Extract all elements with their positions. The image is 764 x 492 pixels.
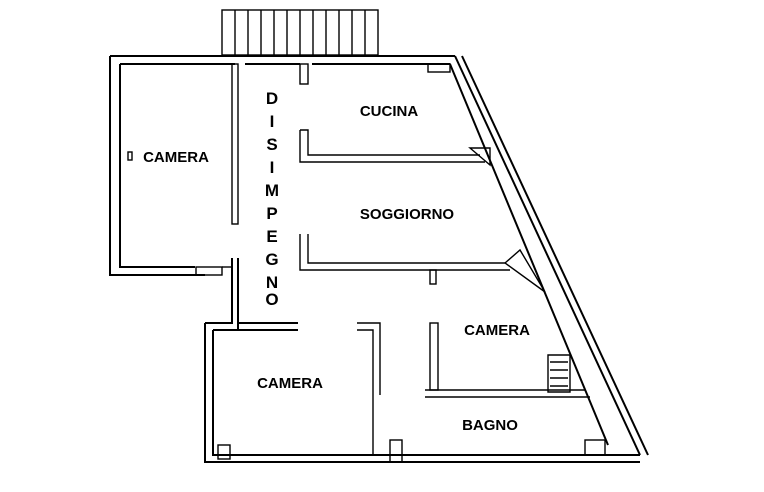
disimpegno-letter: D: [266, 89, 278, 108]
room-label-soggiorno: SOGGIORNO: [360, 206, 455, 223]
room-label-camera-left: CAMERA: [143, 149, 209, 166]
interior-walls: [127, 63, 606, 463]
room-label-cucina: CUCINA: [360, 103, 418, 120]
disimpegno-letter: G: [265, 250, 278, 269]
room-label-camera-right: CAMERA: [464, 322, 530, 339]
disimpegno-letter: O: [265, 290, 278, 309]
disimpegno-letter: I: [270, 158, 275, 177]
disimpegno-letter: P: [266, 204, 277, 223]
outer-walls: [109, 55, 649, 463]
disimpegno-letter: S: [266, 135, 277, 154]
disimpegno-letter: N: [266, 273, 278, 292]
balcony-railing: [221, 9, 379, 56]
room-label-bagno: BAGNO: [462, 417, 518, 434]
disimpegno-letter: M: [265, 181, 279, 200]
room-label-disimpegno: D I S I M P E G N O: [265, 89, 279, 309]
disimpegno-letter: I: [270, 112, 275, 131]
room-label-camera-bottom: CAMERA: [257, 375, 323, 392]
disimpegno-letter: E: [266, 227, 277, 246]
